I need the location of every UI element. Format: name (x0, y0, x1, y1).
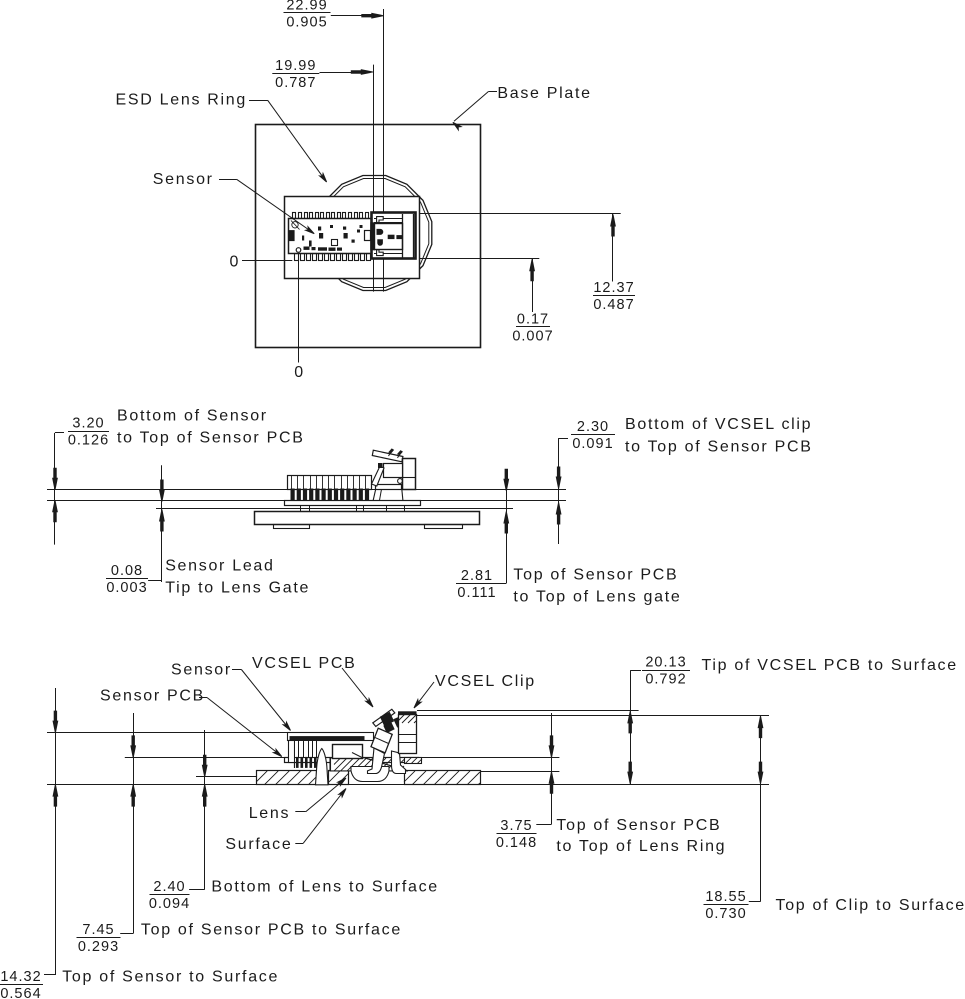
svg-text:ESD Lens Ring: ESD Lens Ring (116, 92, 248, 109)
svg-text:Bottom of VCSEL clip: Bottom of VCSEL clip (625, 416, 812, 433)
svg-text:Tip to Lens Gate: Tip to Lens Gate (165, 580, 310, 597)
svg-text:0.564: 0.564 (0, 986, 41, 999)
svg-text:Sensor Lead: Sensor Lead (165, 558, 274, 575)
svg-text:2.30: 2.30 (577, 419, 609, 435)
svg-text:0.007: 0.007 (512, 328, 553, 344)
svg-text:to Top of Lens gate: to Top of Lens gate (513, 589, 681, 606)
svg-text:Lens: Lens (249, 805, 291, 822)
svg-text:7.45: 7.45 (82, 922, 114, 938)
svg-text:20.13: 20.13 (645, 655, 686, 671)
svg-text:Sensor: Sensor (171, 662, 232, 679)
svg-text:2.81: 2.81 (461, 568, 493, 584)
svg-text:0.148: 0.148 (496, 835, 537, 851)
svg-text:0: 0 (230, 254, 239, 271)
svg-text:2.40: 2.40 (153, 879, 185, 895)
svg-text:Surface: Surface (225, 836, 292, 853)
svg-text:0: 0 (294, 364, 303, 381)
svg-text:0.787: 0.787 (275, 75, 316, 91)
svg-text:0.905: 0.905 (286, 14, 327, 30)
svg-text:Top of Clip to Surface: Top of Clip to Surface (776, 897, 965, 914)
svg-text:to Top of Lens Ring: to Top of Lens Ring (556, 838, 726, 855)
svg-text:0.293: 0.293 (78, 939, 119, 955)
svg-text:14.32: 14.32 (0, 969, 41, 985)
svg-text:22.99: 22.99 (286, 0, 327, 13)
svg-text:0.487: 0.487 (593, 297, 634, 313)
svg-text:Sensor PCB: Sensor PCB (100, 688, 205, 705)
svg-text:Top of Sensor PCB: Top of Sensor PCB (513, 567, 678, 584)
svg-text:0.17: 0.17 (517, 311, 549, 327)
svg-text:VCSEL PCB: VCSEL PCB (252, 655, 357, 672)
svg-text:to Top of Sensor PCB: to Top of Sensor PCB (117, 430, 305, 447)
svg-text:Base Plate: Base Plate (497, 85, 591, 102)
svg-text:to Top of Sensor PCB: to Top of Sensor PCB (625, 439, 813, 456)
svg-text:19.99: 19.99 (275, 58, 316, 74)
svg-text:0.126: 0.126 (68, 433, 109, 449)
svg-text:0.792: 0.792 (645, 672, 686, 688)
svg-text:0.730: 0.730 (705, 906, 746, 922)
svg-text:0.08: 0.08 (111, 563, 143, 579)
svg-text:0.094: 0.094 (149, 896, 190, 912)
svg-text:0.091: 0.091 (572, 436, 613, 452)
svg-text:Top of Sensor PCB to Surface: Top of Sensor PCB to Surface (141, 922, 402, 939)
svg-text:12.37: 12.37 (593, 280, 634, 296)
svg-text:Tip of VCSEL PCB to Surface: Tip of VCSEL PCB to Surface (702, 657, 958, 674)
svg-text:Bottom of Lens to Surface: Bottom of Lens to Surface (211, 879, 439, 896)
svg-text:0.003: 0.003 (106, 580, 147, 596)
svg-text:3.20: 3.20 (72, 416, 104, 432)
svg-text:Top of Sensor PCB: Top of Sensor PCB (556, 817, 721, 834)
svg-text:VCSEL Clip: VCSEL Clip (435, 673, 536, 690)
svg-text:Sensor: Sensor (153, 171, 214, 188)
svg-text:Top of Sensor to Surface: Top of Sensor to Surface (62, 969, 279, 986)
svg-text:18.55: 18.55 (705, 889, 746, 905)
svg-text:3.75: 3.75 (500, 818, 532, 834)
svg-text:0.111: 0.111 (457, 585, 496, 601)
svg-text:Bottom of Sensor: Bottom of Sensor (117, 408, 268, 425)
